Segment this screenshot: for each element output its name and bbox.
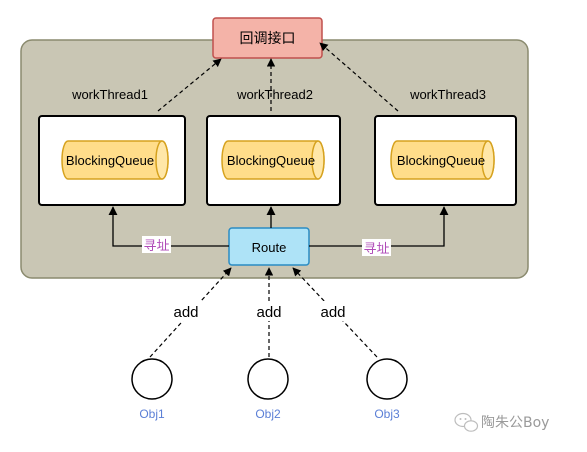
blocking-queue-3-label: BlockingQueue (397, 153, 485, 168)
add-label-3: add (320, 304, 345, 321)
address-label-2-bg (362, 239, 391, 256)
blocking-queue-2: BlockingQueue (221, 140, 325, 180)
add-label-1-bg (168, 301, 204, 321)
object-3-label: Obj3 (374, 407, 400, 421)
worker-thread-3-label: workThread3 (409, 87, 486, 102)
worker-thread-1-label: workThread1 (71, 87, 148, 102)
object-3-node (366, 358, 408, 400)
callback-arrow-3 (319, 42, 399, 112)
route-arrow-3 (309, 206, 449, 247)
address-label-1-bg (142, 236, 171, 253)
route-arrow-1 (108, 206, 229, 247)
object-1-node (131, 358, 173, 400)
address-label-2: 寻址 (363, 242, 389, 257)
add-label-3-bg (315, 301, 351, 321)
blocking-queue-1: BlockingQueue (61, 140, 169, 180)
add-arrow-3 (292, 267, 378, 358)
add-label-1: add (173, 304, 198, 321)
worker-thread-2-label: workThread2 (236, 87, 313, 102)
object-2-label: Obj2 (255, 407, 281, 421)
watermark-text: 陶朱公Boy (481, 415, 549, 431)
object-2-node (247, 358, 289, 400)
add-label-2-bg (251, 301, 287, 321)
address-label-1: 寻址 (143, 239, 169, 254)
blocking-queue-3: BlockingQueue (390, 140, 495, 180)
add-label-2: add (256, 304, 281, 321)
wechat-icon (454, 412, 479, 432)
callback-interface-label: 回调接口 (240, 30, 296, 47)
blocking-queue-1-label: BlockingQueue (66, 153, 154, 168)
route-label: Route (252, 240, 287, 255)
callback-interface-node: 回调接口 (212, 17, 323, 59)
object-1-label: Obj1 (139, 407, 165, 421)
route-node: Route (228, 227, 310, 266)
add-arrow-1 (149, 267, 232, 358)
blocking-queue-2-label: BlockingQueue (227, 153, 315, 168)
